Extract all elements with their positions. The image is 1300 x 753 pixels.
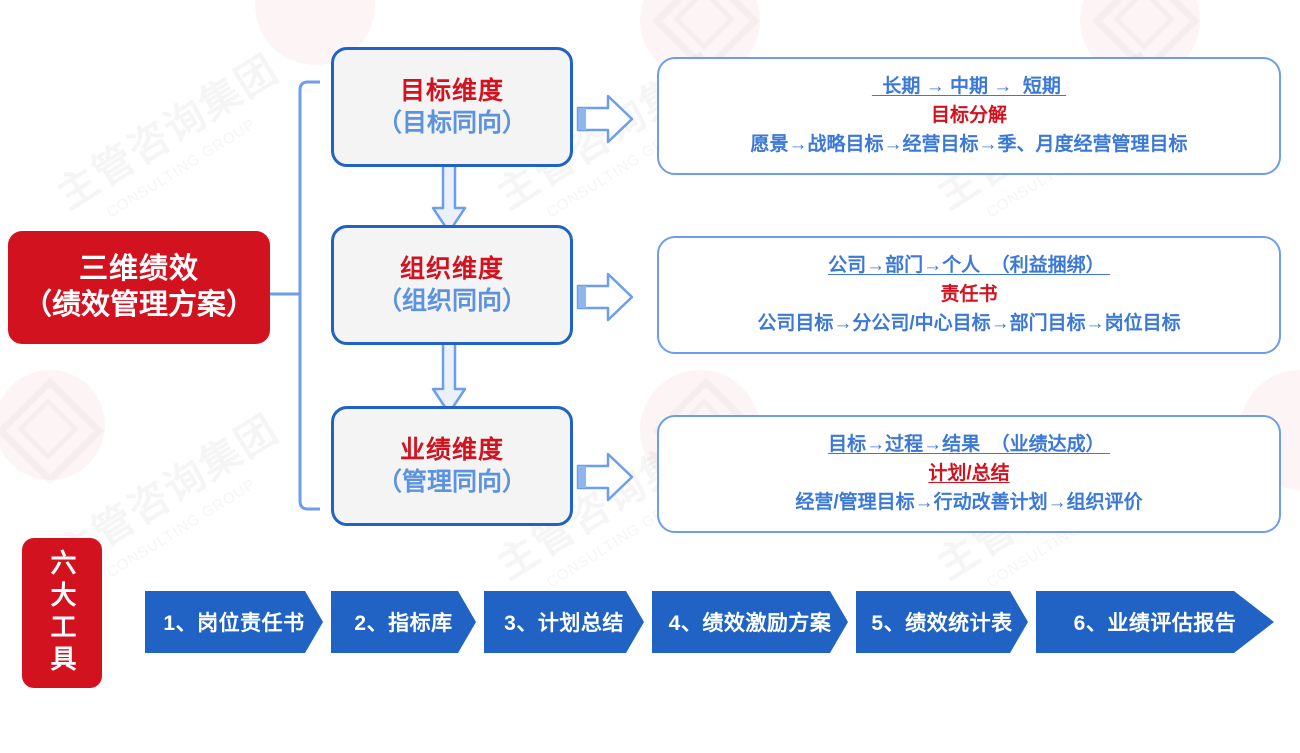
watermark-diamond [16,397,80,461]
dimension-box-performance[interactable]: 业绩维度 （管理同向） [331,406,573,526]
dimension-subtitle: （管理同向） [376,468,527,496]
dimension-title: 业绩维度 [399,435,504,464]
tools-section-label: 六大工具 [22,538,102,688]
dimension-title: 目标维度 [399,76,504,105]
tools-section-label-text: 六大工具 [47,549,77,677]
tool-chip-label: 5、绩效统计表 [871,612,1013,635]
detail-box-goal[interactable]: 长期 → 中期 → 短期 目标分解 愿景→战略目标→经营目标→季、月度经营管理目… [657,57,1281,175]
dimension-box-organization[interactable]: 组织维度 （组织同向） [331,225,573,345]
detail-head: 目标→过程→结果 （业绩达成） [828,434,1110,456]
tool-chip-label: 3、计划总结 [504,612,624,635]
tool-chip-label: 4、绩效激励方案 [668,612,832,635]
arrow-right-icon [575,268,635,326]
tool-chip-label: 2、指标库 [354,612,453,635]
tool-chip-2[interactable]: 2、指标库 [331,591,476,653]
dimension-subtitle: （组织同向） [376,287,527,315]
detail-keyword: 责任书 [940,283,998,305]
root-node-title: 三维绩效 [78,253,199,286]
watermark-circle [0,370,105,480]
arrow-right-icon [575,90,635,148]
detail-box-performance[interactable]: 目标→过程→结果 （业绩达成） 计划/总结 经营/管理目标→行动改善计划→组织评… [657,415,1281,533]
detail-flow: 公司目标→分公司/中心目标→部门目标→岗位目标 [757,313,1181,335]
watermark-text-sub: CONSULTING GROUP [103,475,259,582]
tool-chip-label: 6、业绩评估报告 [1073,612,1237,635]
watermark-diamond [0,377,104,485]
dimension-title: 组织维度 [399,254,504,283]
arrow-down-icon [425,160,473,234]
root-node-subtitle: （绩效管理方案） [22,288,255,321]
detail-keyword: 目标分解 [930,104,1007,126]
detail-flow: 愿景→战略目标→经营目标→季、月度经营管理目标 [750,134,1188,156]
tool-chip-3[interactable]: 3、计划总结 [484,591,644,653]
tool-chip-4[interactable]: 4、绩效激励方案 [652,591,848,653]
tool-chip-1[interactable]: 1、岗位责任书 [145,591,323,653]
watermark-text: 主管咨询集团 [49,46,287,218]
dimension-box-goal[interactable]: 目标维度 （目标同向） [331,47,573,167]
detail-keyword: 计划/总结 [928,462,1010,484]
tool-chip-label: 1、岗位责任书 [163,612,305,635]
detail-box-organization[interactable]: 公司→部门→个人 （利益捆绑） 责任书 公司目标→分公司/中心目标→部门目标→岗… [657,236,1281,354]
watermark-diamond [1112,0,1176,51]
watermark-diamond [672,0,736,51]
arrow-down-icon [425,341,473,415]
dimension-subtitle: （目标同向） [376,109,527,137]
bracket-connector [262,78,322,513]
watermark-text-sub: CONSULTING GROUP [103,115,259,222]
arrow-right-icon [575,448,635,506]
detail-head: 长期 → 中期 → 短期 [871,76,1067,98]
root-node[interactable]: 三维绩效 （绩效管理方案） [8,231,270,344]
detail-flow: 经营/管理目标→行动改善计划→组织评价 [795,492,1143,514]
tool-chip-6[interactable]: 6、业绩评估报告 [1036,591,1274,653]
tool-chip-5[interactable]: 5、绩效统计表 [856,591,1028,653]
detail-head: 公司→部门→个人 （利益捆绑） [828,255,1110,277]
